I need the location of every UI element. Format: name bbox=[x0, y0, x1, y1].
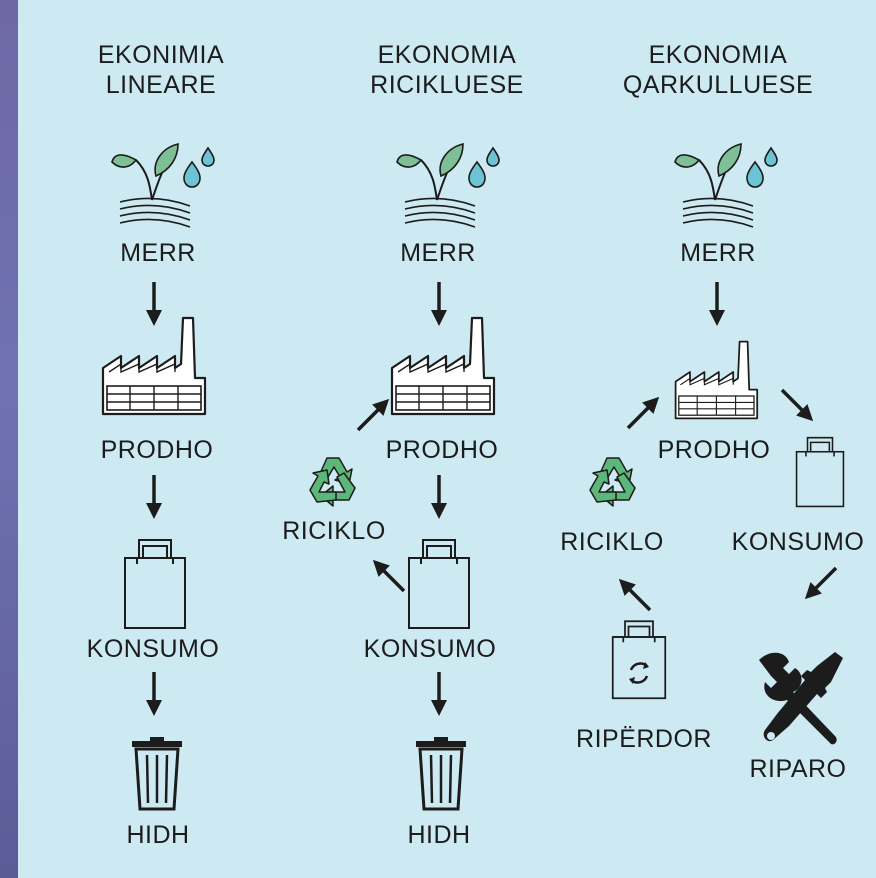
label-prodho: PRODHO bbox=[657, 436, 771, 464]
column-title-circular: EKONOMIA QARKULLUESE bbox=[623, 40, 813, 100]
plant-icon bbox=[396, 143, 500, 228]
arrow-down-right-icon bbox=[774, 382, 821, 429]
label-konsumo: KONSUMO bbox=[86, 635, 220, 663]
shopping-bag-icon bbox=[795, 436, 845, 508]
label-riperdor: RIPËRDOR bbox=[576, 725, 712, 753]
arrow-down-icon bbox=[429, 473, 449, 521]
title-line-2: RICIKLUESE bbox=[370, 71, 524, 99]
label-hidh: HIDH bbox=[407, 821, 471, 849]
recycle-icon bbox=[589, 457, 636, 507]
arrow-down-icon bbox=[144, 670, 164, 718]
label-riparo: RIPARO bbox=[749, 755, 847, 783]
title-line-1: EKONOMIA bbox=[648, 41, 788, 69]
plant-icon bbox=[111, 143, 215, 228]
arrow-down-icon bbox=[144, 473, 164, 521]
label-merr: MERR bbox=[120, 239, 196, 267]
label-konsumo: KONSUMO bbox=[363, 635, 497, 663]
label-konsumo: KONSUMO bbox=[731, 528, 865, 556]
arrow-up-left-icon bbox=[365, 552, 412, 599]
shopping-bag-icon bbox=[124, 539, 186, 629]
reuse-bag-icon bbox=[611, 620, 667, 700]
arrow-down-left-icon bbox=[797, 560, 844, 607]
factory-icon bbox=[101, 316, 207, 416]
column-title-linear: EKONIMIA LINEARE bbox=[98, 40, 224, 100]
label-riciklo: RICIKLO bbox=[560, 528, 664, 556]
arrow-down-icon bbox=[429, 670, 449, 718]
label-merr: MERR bbox=[680, 239, 756, 267]
column-title-recycling: EKONOMIA RICIKLUESE bbox=[370, 40, 524, 100]
title-line-1: EKONIMIA bbox=[97, 41, 225, 69]
label-prodho: PRODHO bbox=[385, 436, 499, 464]
label-hidh: HIDH bbox=[126, 821, 190, 849]
title-line-1: EKONOMIA bbox=[377, 41, 517, 69]
title-line-2: QARKULLUESE bbox=[622, 71, 814, 99]
arrow-up-right-icon bbox=[620, 389, 667, 436]
trash-can-icon bbox=[130, 735, 184, 811]
trash-can-icon bbox=[414, 735, 468, 811]
shopping-bag-icon bbox=[408, 539, 470, 629]
plant-icon bbox=[674, 143, 778, 228]
label-merr: MERR bbox=[400, 239, 476, 267]
arrow-up-left-icon bbox=[611, 571, 658, 618]
factory-icon bbox=[390, 316, 496, 416]
arrow-up-right-icon bbox=[350, 391, 397, 438]
label-prodho: PRODHO bbox=[100, 436, 214, 464]
tools-icon bbox=[759, 652, 843, 745]
label-riciklo: RICIKLO bbox=[282, 517, 386, 545]
left-sidebar-strip bbox=[0, 0, 18, 878]
recycle-icon bbox=[309, 457, 356, 507]
factory-icon bbox=[674, 340, 759, 420]
title-line-2: LINEARE bbox=[105, 71, 217, 99]
arrow-down-icon bbox=[707, 280, 727, 328]
diagram-canvas: EKONIMIA LINEARE MERR PRODHO KONSUMO HID… bbox=[18, 0, 876, 878]
